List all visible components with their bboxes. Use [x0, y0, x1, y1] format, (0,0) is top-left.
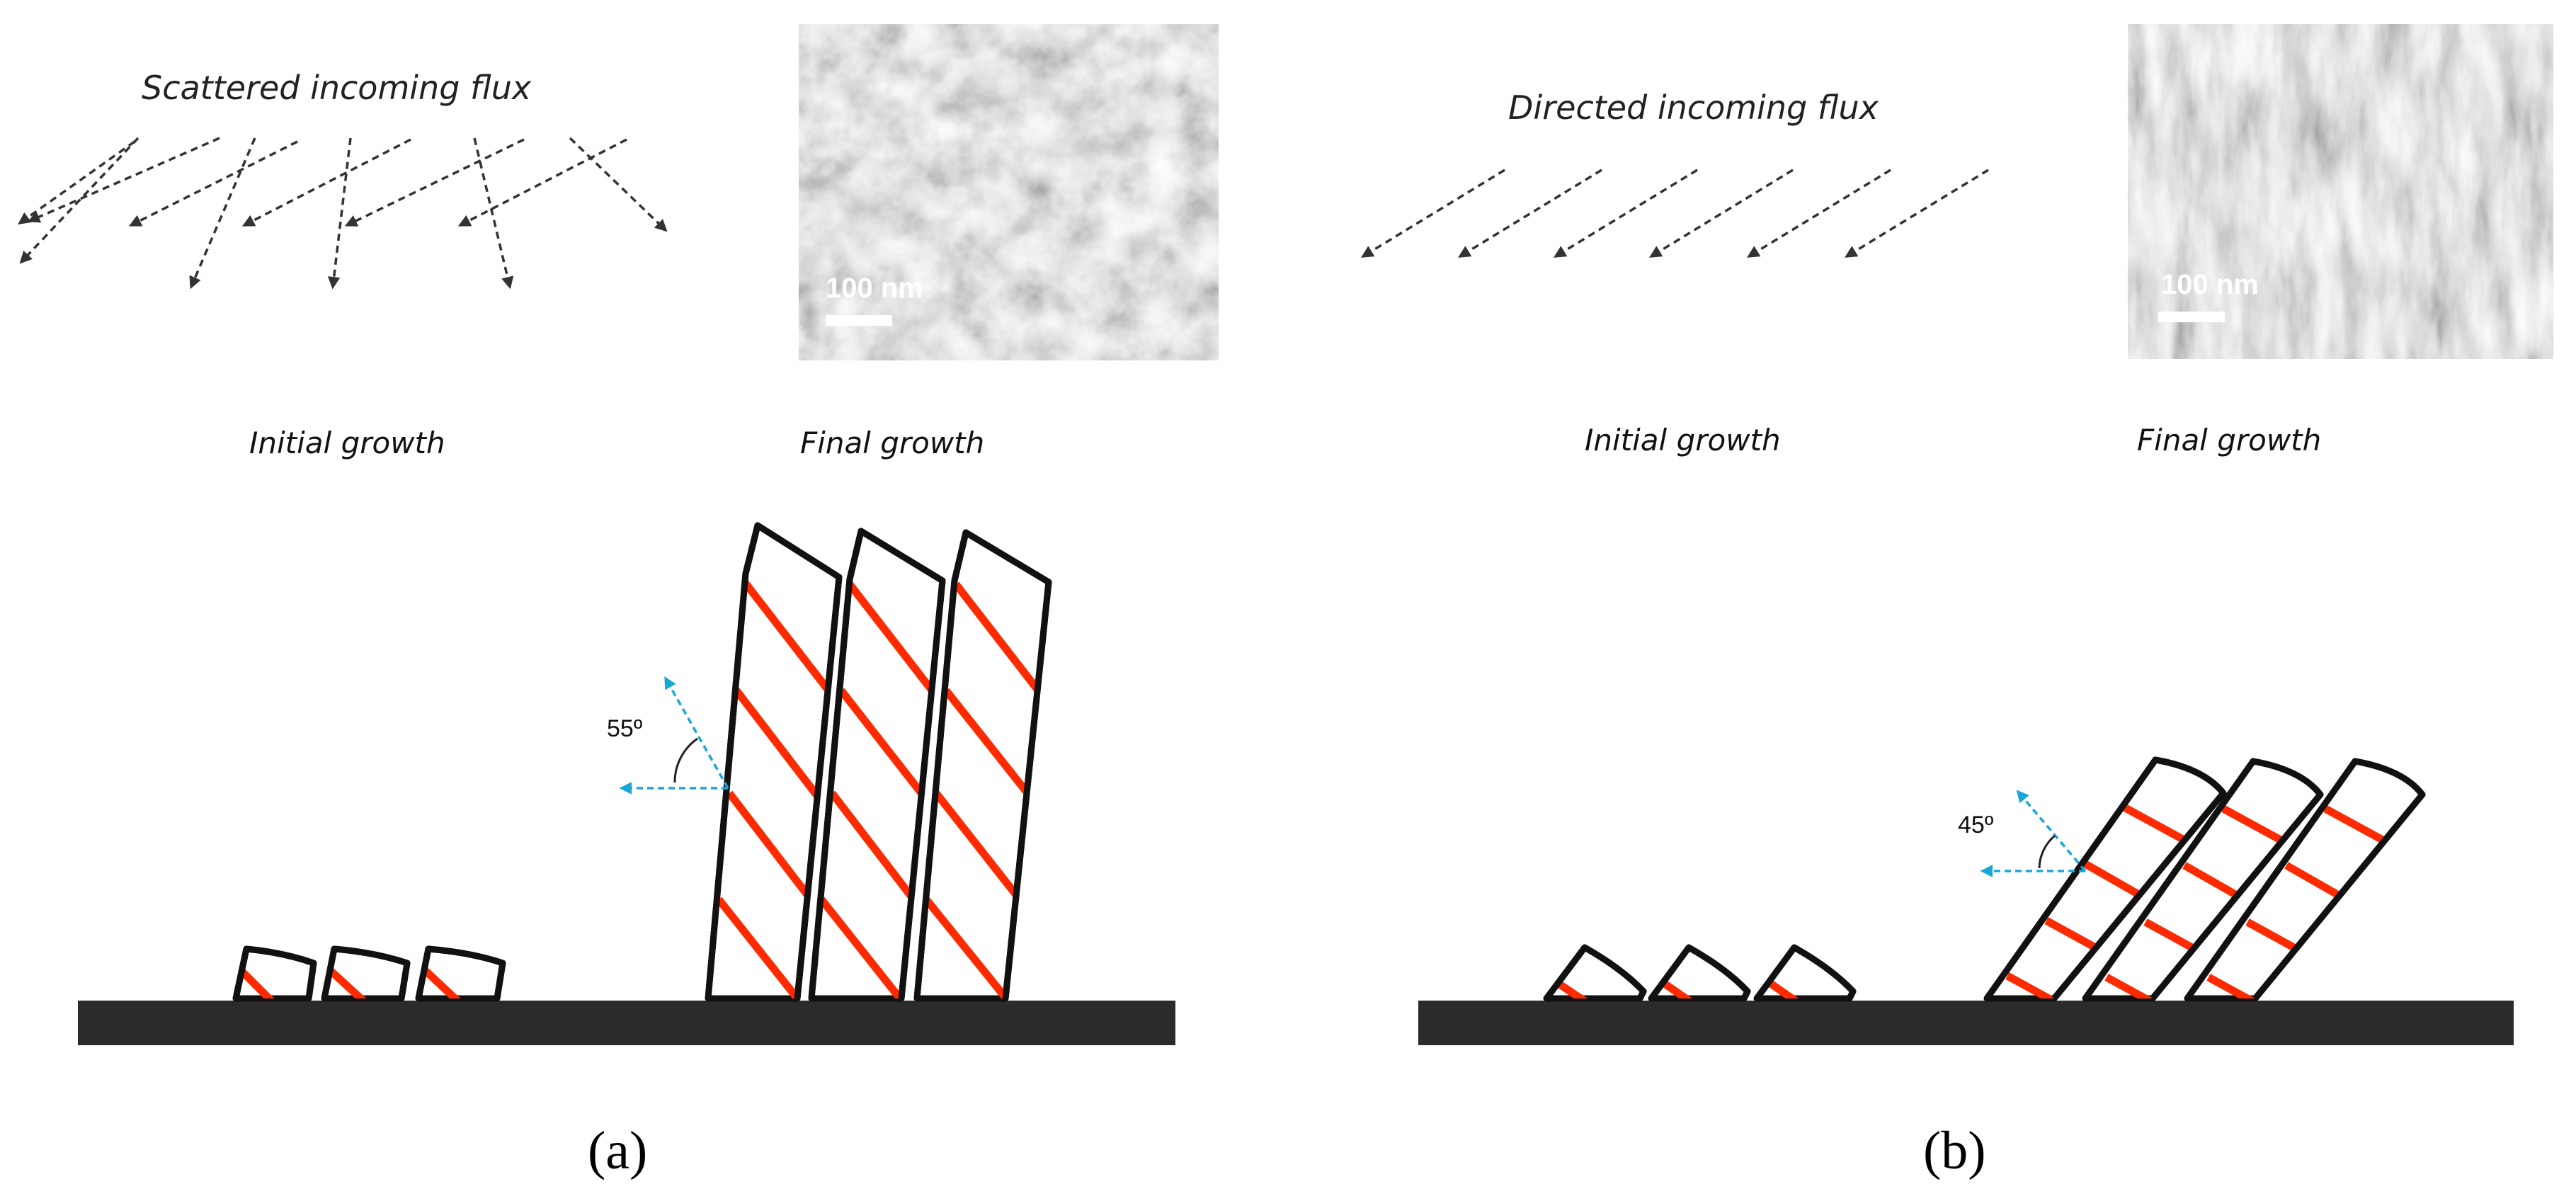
initial-growth-label: Initial growth: [1585, 423, 1781, 457]
directed-flux-label: Directed incoming flux: [1508, 89, 1879, 127]
angle-indicator-45: 45º: [1958, 790, 2087, 877]
directed-flux-arrows: [1361, 169, 1989, 258]
substrate: [78, 1001, 1175, 1045]
substrate: [1418, 1001, 2514, 1045]
tall-column: [1983, 756, 2227, 1002]
initial-growth-label: Initial growth: [249, 426, 445, 460]
scale-bar: [826, 315, 892, 326]
initial-columns: [232, 945, 506, 1002]
angle-label: 45º: [1958, 812, 1993, 838]
scale-bar-label: 100 nm: [2161, 269, 2259, 300]
tall-column: [2082, 758, 2324, 1002]
angle-label: 55º: [607, 715, 642, 742]
final-growth-label: Final growth: [800, 426, 984, 460]
scale-bar: [2158, 312, 2225, 322]
scattered-flux-label: Scattered incoming flux: [142, 69, 532, 107]
angle-indicator-55: 55º: [607, 676, 729, 795]
initial-columns: [1543, 944, 1857, 1002]
final-columns: [705, 522, 1052, 1002]
tall-column: [808, 528, 946, 1002]
small-column: [1648, 944, 1751, 1002]
panel-label-b: (b): [1923, 1121, 1986, 1180]
final-columns: [1983, 756, 2426, 1002]
panel-a: Scattered incoming flux 100 nm Initial g…: [18, 24, 1219, 1180]
scale-bar-label: 100 nm: [826, 273, 923, 304]
small-column: [415, 945, 506, 1002]
small-column: [1753, 944, 1857, 1002]
small-column: [321, 945, 411, 1002]
tall-column: [705, 522, 843, 1002]
scattered-flux-arrows: [18, 137, 668, 290]
sem-image-scattered: 100 nm: [799, 24, 1219, 360]
panel-b: Directed incoming flux 100 nm Initial gr…: [1361, 24, 2553, 1180]
tall-column: [913, 529, 1052, 1002]
small-column: [1543, 944, 1647, 1002]
small-column: [232, 945, 317, 1002]
final-growth-label: Final growth: [2137, 423, 2321, 457]
sem-image-directed: 100 nm: [2128, 24, 2553, 359]
panel-label-a: (a): [588, 1121, 647, 1180]
